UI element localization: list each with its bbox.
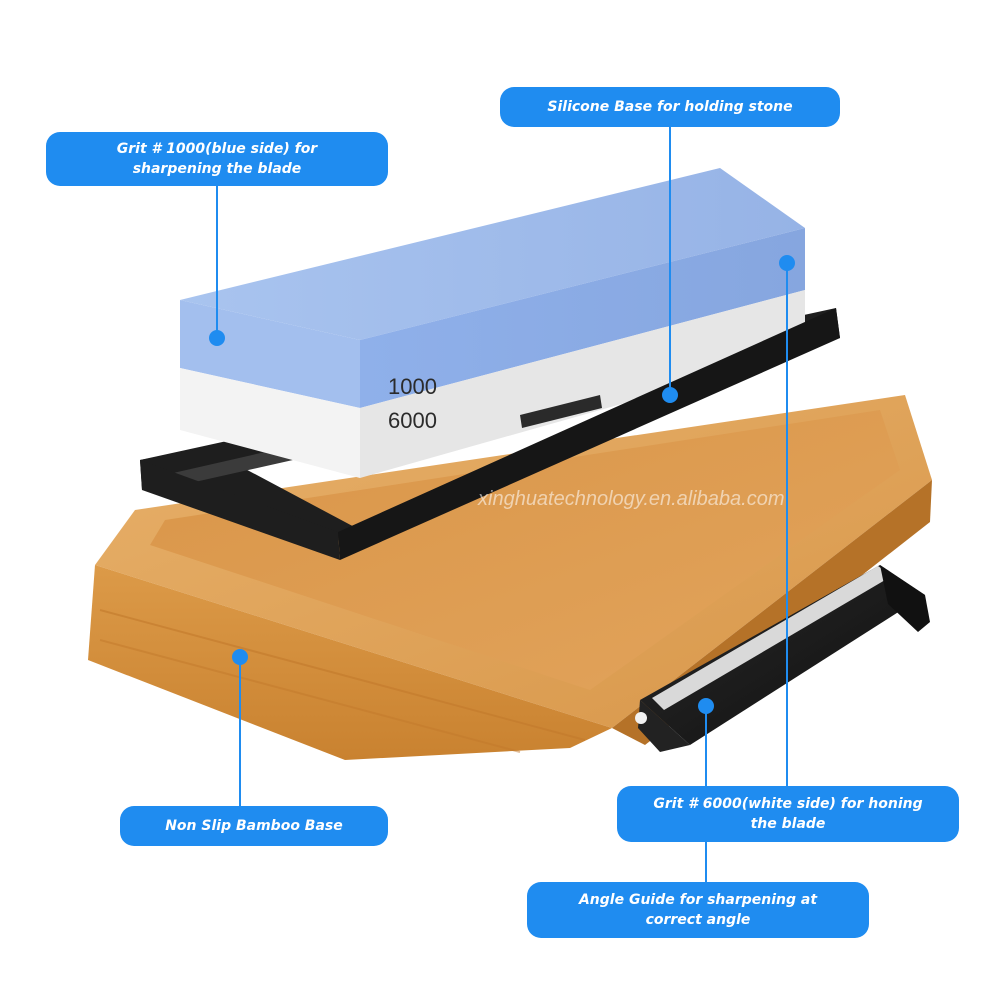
whetstone-grit-1000-label: 1000 bbox=[388, 374, 437, 399]
callout-grit-6000-line1: Grit # 6000(white side) for honing bbox=[653, 796, 923, 812]
watermark-text: xinghuatechnology.en.alibaba.com bbox=[477, 488, 785, 510]
callout-grit-1000-line2: sharpening the blade bbox=[132, 161, 302, 177]
callout-silicone-base-line1: Silicone Base for holding stone bbox=[547, 99, 793, 115]
bamboo-grain bbox=[99, 639, 521, 753]
angle-guide-end bbox=[880, 565, 930, 632]
silicone-base-frame-front bbox=[338, 308, 840, 560]
marker-angle-guide bbox=[698, 698, 714, 714]
callout-grit-1000: Grit # 1000(blue side) for sharpening th… bbox=[46, 132, 388, 186]
callout-grit-6000: Grit # 6000(white side) for honing the b… bbox=[617, 786, 959, 842]
angle-guide-pin bbox=[635, 712, 647, 724]
callout-grit-6000-line2: the blade bbox=[750, 816, 826, 832]
marker-grit-1000 bbox=[209, 330, 225, 346]
silicone-base-frame-front-left bbox=[140, 460, 340, 560]
marker-bamboo bbox=[232, 649, 248, 665]
callout-angle-guide: Angle Guide for sharpening at correct an… bbox=[527, 882, 869, 938]
callout-bamboo-base: Non Slip Bamboo Base bbox=[120, 806, 388, 846]
angle-guide-foot bbox=[638, 700, 690, 752]
bamboo-base-tray bbox=[150, 410, 900, 690]
callout-bamboo-base-line1: Non Slip Bamboo Base bbox=[165, 818, 343, 834]
whetstone-white-side bbox=[360, 290, 805, 478]
whetstone-blue-top bbox=[180, 168, 805, 340]
callout-angle-guide-line2: correct angle bbox=[645, 912, 751, 928]
marker-grit-6000 bbox=[779, 255, 795, 271]
marker-silicone bbox=[662, 387, 678, 403]
callout-leaders bbox=[209, 127, 795, 882]
callout-angle-guide-line1: Angle Guide for sharpening at bbox=[578, 892, 818, 908]
whetstone-white-end bbox=[180, 368, 360, 478]
whetstone-blue-end bbox=[180, 300, 360, 408]
silicone-base-front bbox=[140, 308, 840, 560]
silicone-base-crossbar bbox=[520, 395, 602, 428]
angle-guide-ceramic-rod bbox=[652, 566, 892, 710]
bamboo-grain bbox=[99, 609, 586, 741]
whetstone-blue-side bbox=[360, 228, 805, 408]
callout-silicone-base: Silicone Base for holding stone bbox=[500, 87, 840, 127]
whetstone: 1000 6000 bbox=[180, 168, 805, 478]
callout-grit-1000-line1: Grit # 1000(blue side) for bbox=[116, 141, 318, 157]
whetstone-grit-6000-label: 6000 bbox=[388, 408, 437, 433]
